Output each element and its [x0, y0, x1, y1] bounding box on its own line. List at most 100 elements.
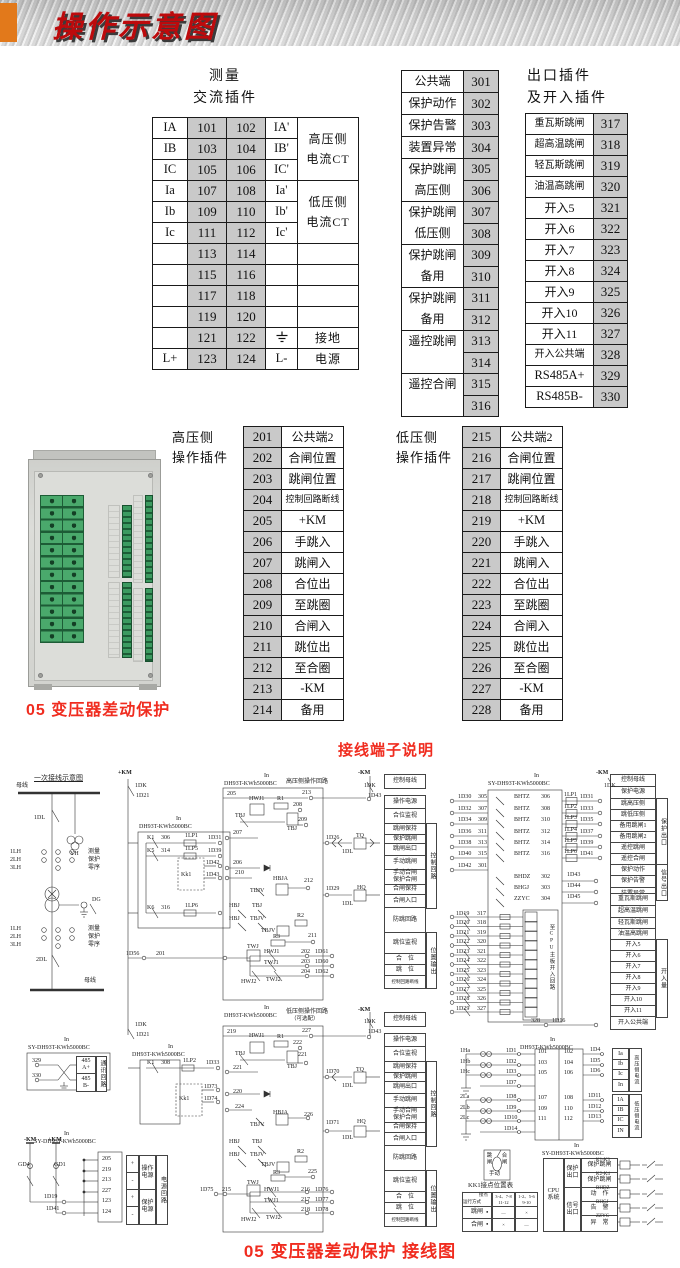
- diagram-label: YH: [70, 851, 79, 857]
- column-cell: 低压侧电流: [630, 1095, 641, 1137]
- page-title: 操作示意图: [52, 11, 217, 44]
- diagram-label: TBJ: [235, 1051, 246, 1057]
- diagram-label: 1LP2: [564, 804, 578, 810]
- diagram-label: 1LP1: [185, 833, 199, 839]
- diagram-label: 合闸: [500, 1152, 507, 1165]
- diagram-label-column: 保护跳闸保护跳闸动 作告 警异 常: [581, 1158, 618, 1232]
- diagram-label: 204: [301, 969, 310, 975]
- diagram-label: 1D23: [456, 949, 470, 955]
- diagram-label: （可选配）: [291, 1016, 319, 1022]
- diagram-label: 226: [304, 1112, 313, 1118]
- column-cell-text: 跳闸保持: [392, 825, 417, 832]
- diagram-label: 330: [32, 1073, 41, 1079]
- diagram-label: 1D24: [456, 958, 470, 964]
- column-cell-text: 低压侧电流: [633, 1101, 639, 1131]
- column-cell-text: 出口: [566, 1209, 579, 1216]
- diagram-label: ●: [486, 1209, 489, 1214]
- column-cell: 防跳回路: [385, 908, 425, 933]
- diagram-label: 1D41: [46, 1206, 60, 1212]
- table-cell: 合闸位置: [281, 447, 344, 469]
- table-cell: 202: [243, 447, 282, 469]
- diagram-label: 326: [477, 996, 486, 1002]
- label-grid: [133, 588, 143, 662]
- diagram-label: TBJV: [261, 928, 276, 934]
- diagram-label: 1D43: [368, 793, 382, 799]
- diagram-label: TBJ: [287, 826, 298, 832]
- diagram-label: HBJA: [273, 876, 289, 882]
- screw-icon: [148, 473, 153, 478]
- diagram-label: R3: [273, 1170, 281, 1176]
- device-foot: [139, 684, 157, 690]
- column-cell-text: 保护跳闸: [587, 1176, 612, 1183]
- diagram-label: 2DL: [36, 957, 47, 963]
- diagram-label: 221: [298, 1052, 307, 1058]
- column-cell-text: 电源回路: [159, 1176, 166, 1204]
- diagram-label: HWJ1: [249, 796, 265, 802]
- column-cell: Ib: [613, 1060, 628, 1070]
- diagram-label: 1D30: [458, 794, 472, 800]
- diagram-label-column: 信号出口: [656, 864, 668, 901]
- diagram-label: 1D31: [208, 835, 222, 841]
- table-cell: 330: [593, 386, 628, 408]
- outlet-table-title: 出口插件 及开入插件: [527, 66, 607, 110]
- diagram-label: 1DK: [364, 783, 376, 789]
- diagram-label: 1LP2: [183, 1058, 197, 1064]
- column-cell: 保护跳闸: [385, 835, 425, 844]
- column-cell: 遥控合闸: [611, 854, 655, 865]
- lv-op-side-label: 低压侧 操作插件: [396, 428, 452, 468]
- column-cell: 合闸入口: [385, 1133, 425, 1146]
- table-cell: 遥控跳闸: [401, 330, 464, 374]
- diagram-label: 1DL: [342, 1083, 353, 1089]
- column-cell: —: [516, 1219, 537, 1231]
- table-cell: 322: [593, 218, 628, 240]
- column-cell-text: 合闸入口: [392, 897, 417, 904]
- diagram-label: ZZYC: [596, 1214, 610, 1219]
- diagram-label: 1D38: [458, 840, 472, 846]
- column-cell-text: 位置输出: [428, 1184, 435, 1213]
- diagram-label: 1DL: [342, 849, 353, 855]
- table-cell: 至跳圈: [500, 594, 563, 616]
- diagram-label: 307: [478, 806, 487, 812]
- diagram-label: +KM: [118, 770, 132, 776]
- diagram-label: 306: [541, 794, 550, 800]
- table-cell: 至跳圈: [281, 594, 344, 616]
- diagram-label: 1LP3: [564, 815, 578, 821]
- column-cell: 合闸保持: [385, 885, 425, 895]
- diagram-label: 1D7: [506, 1080, 517, 1086]
- column-cell: 防跳回路: [385, 1146, 425, 1171]
- diagram-label: 2LH: [10, 934, 21, 940]
- column-cell-text: 合闸入口: [392, 1135, 417, 1142]
- table-cell: 206: [243, 531, 282, 553]
- table-cell: 318: [593, 134, 628, 156]
- group-line: 高压侧: [308, 132, 348, 146]
- table-cell: 316: [463, 394, 499, 417]
- column-cell-text: 跳高压侧: [620, 800, 645, 807]
- diagram-label: 224: [235, 1104, 244, 1110]
- diagram-label: TQ: [356, 1067, 364, 1073]
- terminal-block-green: [40, 495, 84, 643]
- column-cell-text: 保护合闸: [392, 877, 417, 883]
- diagram-label: HBJ: [229, 1152, 240, 1158]
- label-line: 高压侧: [414, 183, 451, 198]
- diagram-label: HWJ1: [249, 1033, 265, 1039]
- column-cell-text: 跳低压侧: [620, 811, 645, 818]
- diagram-label: In: [64, 1037, 69, 1043]
- diagram-label: 1D73: [204, 1084, 218, 1090]
- diagram-label-column: 电源回路: [156, 1155, 168, 1225]
- diagram-label: 保护: [88, 934, 101, 940]
- diagram-label: 107: [538, 1095, 547, 1101]
- diagram-label: TBJV: [250, 888, 265, 894]
- diagram-label: 1D74: [204, 1096, 218, 1102]
- diagram-label: R1: [277, 1034, 285, 1040]
- column-cell-text: 控制母线: [392, 778, 417, 785]
- table-cell: 103: [187, 138, 227, 160]
- column-cell-text: 保护跳闸: [392, 1073, 417, 1080]
- diagram-label: 222: [293, 1040, 302, 1046]
- title-line: 交流插件: [193, 91, 257, 106]
- diagram-label: 227: [102, 1188, 111, 1194]
